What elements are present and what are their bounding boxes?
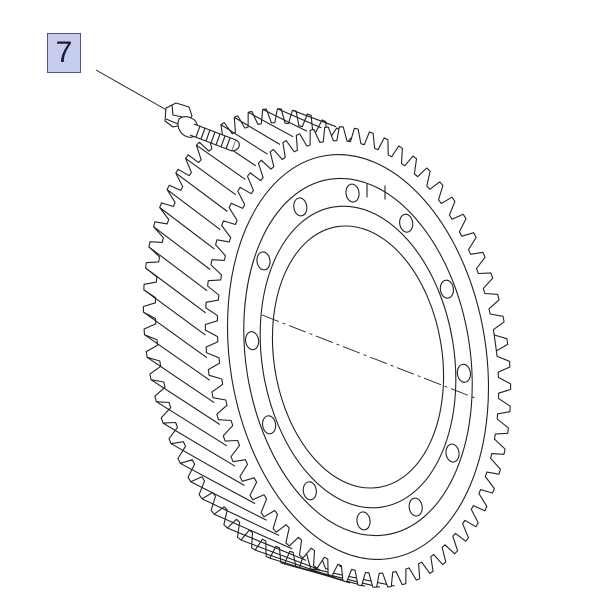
gear-front-outline xyxy=(204,126,512,588)
keyway-notch xyxy=(366,183,386,200)
helical-tooth-edge xyxy=(190,481,267,521)
axis-centerline xyxy=(261,314,476,399)
bolt-holes xyxy=(244,183,472,531)
helical-tooth-edge xyxy=(220,124,268,155)
bolt-hole xyxy=(456,363,472,383)
helical-tooth-edge xyxy=(292,109,337,128)
helical-tooth-edge xyxy=(144,334,211,381)
helical-tooth-edge xyxy=(150,379,221,425)
helical-tooth-edge xyxy=(234,116,281,145)
helical-tooth-edge xyxy=(159,207,215,250)
helical-tooth-edge xyxy=(240,539,321,571)
gear-front-teeth xyxy=(204,126,512,588)
helical-tooth-edge xyxy=(145,267,206,314)
helical-tooth-edge xyxy=(156,401,228,447)
helical-tooth-edge xyxy=(277,108,322,129)
helical-tooth-edge xyxy=(185,157,237,196)
bolt-icon[interactable] xyxy=(164,102,240,152)
helical-tooth-edge xyxy=(262,108,308,132)
bolt-hole xyxy=(345,183,360,203)
helical-tooth-edge xyxy=(180,462,256,505)
helical-tooth-edge xyxy=(162,422,236,467)
helical-tooth-edge xyxy=(227,527,307,561)
bolt-hole xyxy=(244,331,260,351)
gear-face-ring xyxy=(271,225,445,489)
helical-tooth-edge xyxy=(143,311,208,359)
bolt-hole xyxy=(445,443,460,463)
leader-line xyxy=(95,69,171,113)
gear-face-ring xyxy=(226,154,490,560)
ring-gear-icon[interactable] xyxy=(142,108,516,588)
bolt-hole xyxy=(356,511,371,531)
helical-tooth-edge xyxy=(175,172,228,212)
helical-tooth-edge xyxy=(143,289,206,336)
bolt-hole xyxy=(439,279,455,299)
helical-tooth-edge xyxy=(269,557,351,584)
helical-tooth-edge xyxy=(196,144,246,180)
helical-tooth-edge xyxy=(170,443,245,486)
bolt-hole xyxy=(302,481,317,501)
bolt-hole xyxy=(408,497,423,517)
callout-label: 7 xyxy=(55,36,73,69)
helical-tooth-edge xyxy=(201,498,280,536)
helical-tooth-edge xyxy=(146,356,215,404)
helical-tooth-edge xyxy=(153,226,211,270)
gear-face xyxy=(226,154,490,560)
helical-tooth-edge xyxy=(255,549,336,579)
helical-tooth-edge xyxy=(148,246,208,292)
bolt-hole xyxy=(293,197,308,217)
bolt-hole xyxy=(256,251,271,271)
gear-back-teeth xyxy=(142,108,450,588)
bolt-hole xyxy=(261,415,277,435)
gear-face-ring xyxy=(243,177,473,537)
helical-tooth-edge xyxy=(247,111,294,138)
helical-tooth-edge xyxy=(213,513,293,550)
bolt-hole xyxy=(399,213,414,233)
helical-tooth-edge xyxy=(166,189,221,231)
gear-face-ring xyxy=(259,205,457,509)
callout-box-7[interactable]: 7 xyxy=(47,33,81,73)
